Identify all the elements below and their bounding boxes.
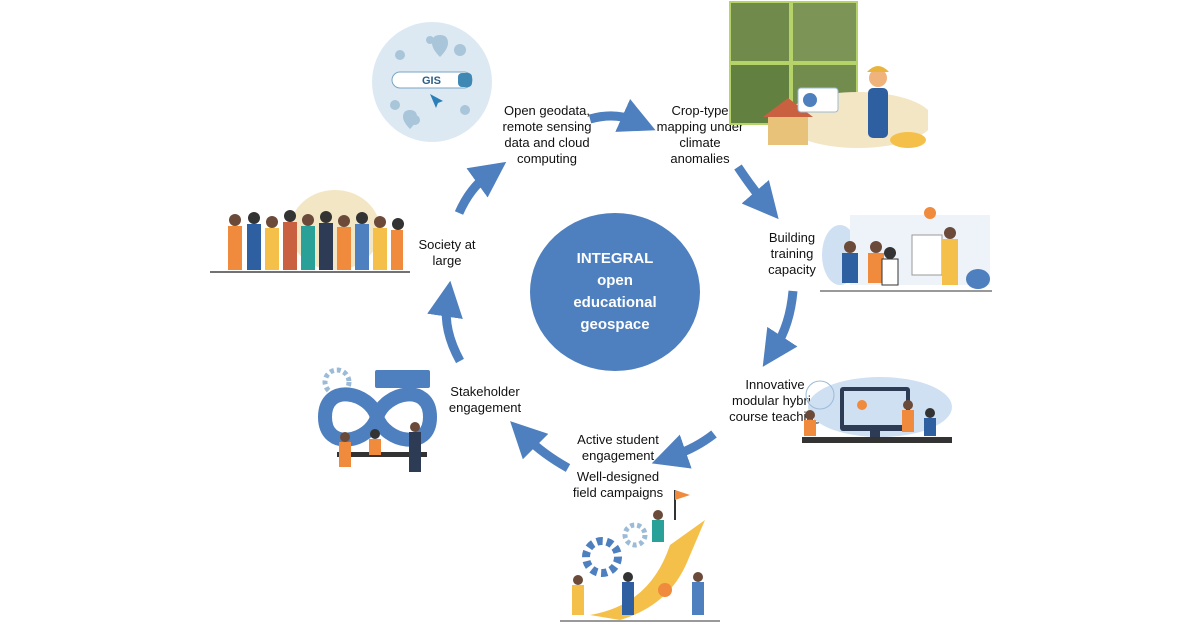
arrow-building-to-innovative [762,290,798,367]
arrow-innovative-to-active [651,430,717,469]
label-building: Building training capacity [768,230,816,277]
house-icon [768,115,808,145]
field-campaign-illustration [560,490,720,622]
infinity-icon [317,387,438,447]
lamp-icon [924,207,936,219]
gear-icon [322,367,352,397]
growth-arrow-icon [590,520,705,620]
farmer-icon [869,69,887,87]
hybrid-teaching-illustration [802,377,952,443]
center-circle: INTEGRAL open educational geospace [530,213,700,371]
label-innovative: Innovative modular hybrid course teachin… [729,377,821,424]
arrow-stakeholder-to-society [427,280,464,364]
flipchart-icon [911,234,943,276]
gis-search-text: GIS [422,75,441,87]
stakeholder-illustration [317,367,438,472]
arrow-society-to-geodata [454,161,507,215]
arrow-crop-to-building [734,164,779,220]
gear-icon [582,537,622,577]
people-icon [228,210,404,270]
training-illustration [820,207,992,292]
label-society: Society at large [418,237,476,268]
cursor-icon [430,94,443,108]
map-pin-icon [432,35,448,57]
society-crowd-illustration [210,190,410,273]
search-icon [458,73,472,87]
label-open-geodata: Open geodata, remote sensing data and cl… [502,103,592,166]
center-title: INTEGRAL open educational geospace [573,250,657,333]
arrow-geodata-to-crop [588,99,656,132]
gis-globe-illustration: GIS [372,22,492,142]
label-active: Active student engagement [577,432,659,463]
label-stakeholder: Stakeholder engagement [448,384,522,415]
table-icon [337,452,427,457]
label-field: Well-designed field campaigns [572,469,664,500]
crop-mapping-illustration [729,1,928,148]
arrow-active-to-stakeholder [510,421,571,472]
